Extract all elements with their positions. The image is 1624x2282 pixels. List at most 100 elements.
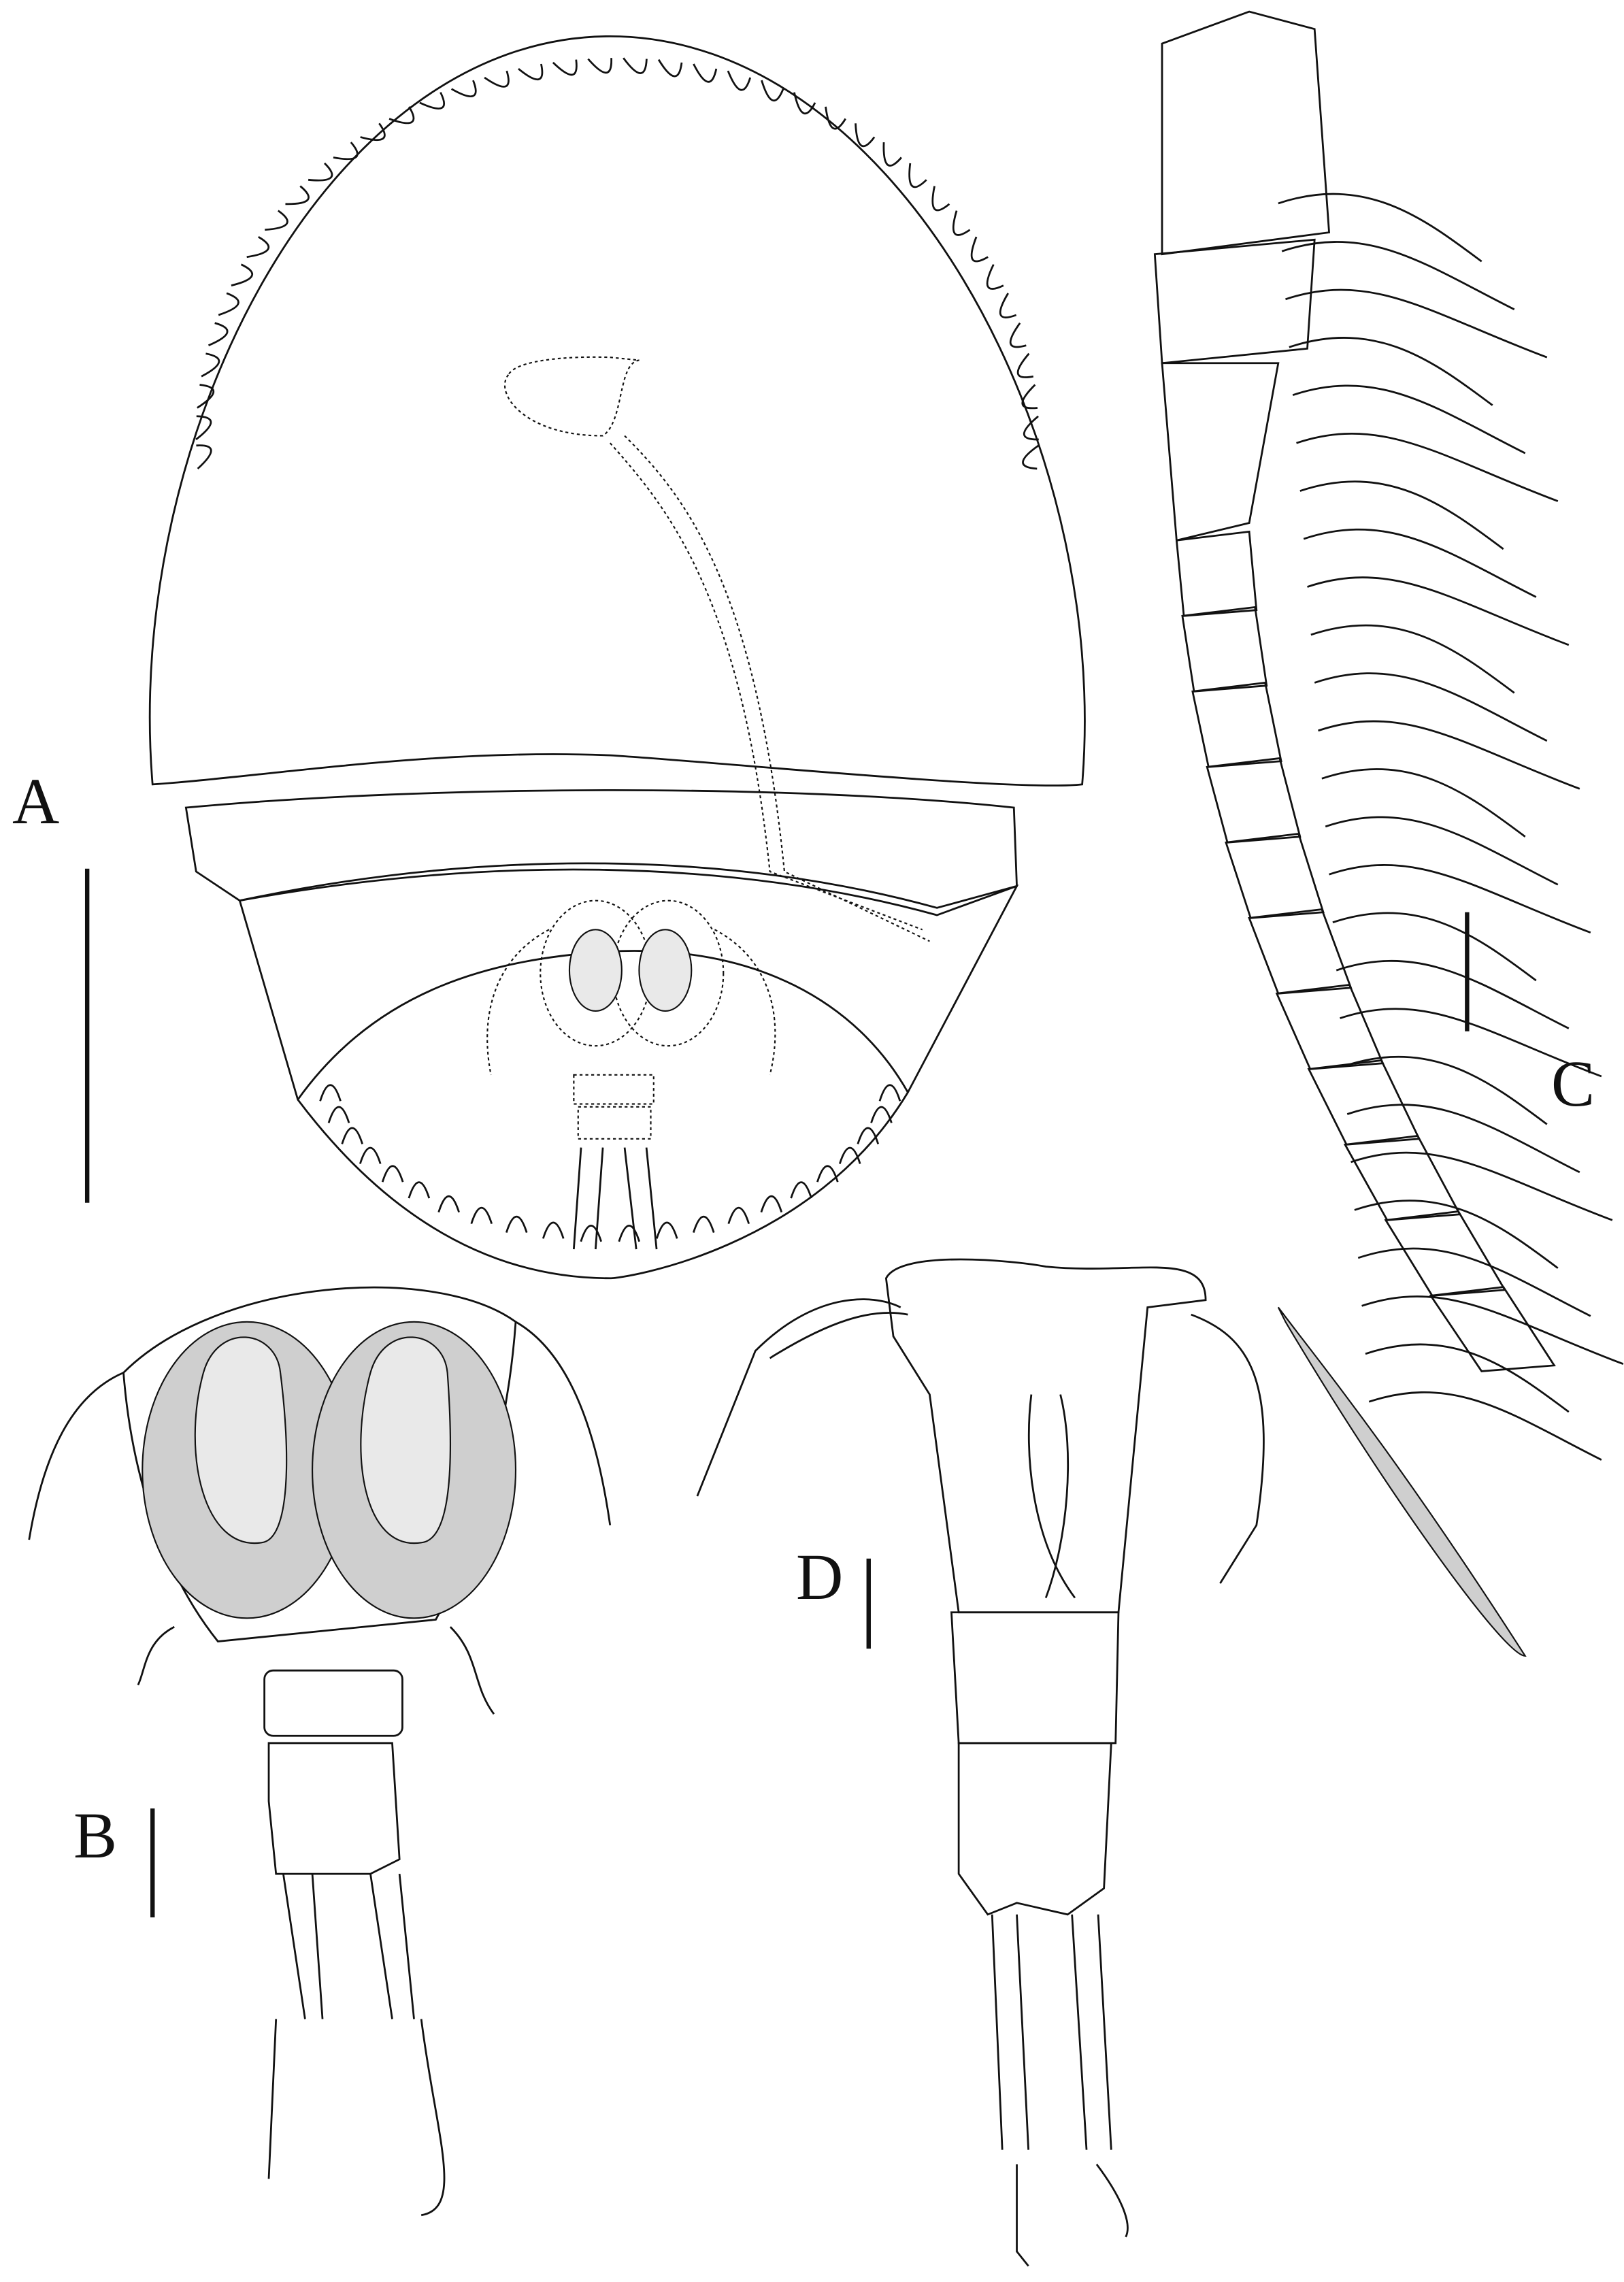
stroke (388, 106, 415, 125)
stroke (1350, 1151, 1613, 1221)
stroke (952, 210, 971, 236)
stroke (1321, 768, 1526, 838)
stroke (1289, 337, 1493, 406)
stroke (878, 1084, 901, 1102)
stroke (727, 70, 752, 91)
stroke (285, 185, 310, 205)
stroke (1332, 912, 1537, 982)
stroke (618, 1225, 641, 1242)
stroke (1336, 960, 1570, 1029)
stroke (623, 57, 648, 74)
stroke (246, 235, 270, 259)
stroke (587, 58, 612, 74)
stroke (790, 1181, 812, 1199)
stroke (1314, 672, 1548, 742)
stroke (381, 1165, 404, 1183)
stroke (999, 293, 1017, 318)
stroke (857, 1127, 880, 1144)
stroke (484, 70, 510, 88)
stroke (1296, 432, 1559, 502)
stroke (195, 415, 212, 441)
stroke (1365, 1343, 1570, 1413)
stroke (1346, 1104, 1580, 1174)
stroke (693, 63, 718, 83)
stroke (1368, 1391, 1602, 1461)
stroke (308, 162, 333, 182)
panel-a-habitus (148, 35, 1086, 1280)
stroke (1318, 720, 1580, 790)
stroke (201, 352, 220, 378)
stroke (1278, 193, 1482, 263)
stroke (692, 1216, 715, 1234)
stroke (760, 1195, 783, 1213)
panel-d-furca (696, 1258, 1265, 2267)
stroke (1329, 864, 1591, 933)
stroke (470, 1207, 493, 1225)
stroke (518, 63, 544, 81)
stroke (1343, 1055, 1548, 1125)
stroke (1016, 352, 1034, 378)
stroke (1303, 529, 1537, 598)
stroke (970, 236, 989, 263)
stroke (1191, 681, 1282, 768)
stroke (727, 1207, 750, 1225)
stroke (1021, 384, 1038, 410)
antennule-segments (1175, 530, 1556, 1372)
panel-b-urosome (28, 1286, 612, 2217)
stroke (1009, 322, 1027, 348)
stroke (838, 1146, 861, 1164)
scallop-ornament (195, 57, 1040, 1242)
stroke (542, 1221, 565, 1239)
stroke (1225, 832, 1325, 919)
stroke (908, 163, 927, 188)
stroke (655, 1221, 678, 1239)
stroke (319, 1084, 342, 1102)
stroke (341, 1127, 363, 1144)
stroke (761, 80, 784, 102)
stroke (1285, 288, 1548, 359)
stroke (505, 1216, 528, 1234)
stroke (816, 1165, 839, 1183)
stroke (931, 186, 950, 212)
panel-label-d: D (796, 1540, 844, 1613)
stroke (1357, 1247, 1591, 1317)
stroke (825, 106, 846, 130)
urosome-dotted (486, 899, 776, 1250)
panel-label-a: A (12, 765, 60, 838)
stroke (1023, 415, 1039, 441)
stroke (1307, 576, 1570, 646)
stroke (1325, 816, 1559, 886)
stroke (218, 292, 239, 316)
stroke (552, 59, 578, 76)
stroke (1340, 1008, 1602, 1078)
stroke (1281, 241, 1515, 310)
stroke (419, 92, 445, 110)
stroke (1206, 757, 1302, 844)
stroke (327, 1106, 350, 1123)
stroke (408, 1181, 431, 1199)
stroke (855, 123, 876, 147)
stroke (359, 1146, 382, 1164)
stroke (196, 444, 212, 469)
stroke (208, 322, 229, 346)
stroke (437, 1195, 460, 1213)
stroke (1022, 444, 1040, 470)
stroke (986, 264, 1004, 290)
stroke (450, 80, 477, 97)
stroke (1354, 1200, 1559, 1269)
stroke (231, 263, 254, 286)
stroke (1307, 1059, 1421, 1146)
stroke (360, 122, 386, 142)
stroke (333, 142, 359, 161)
panel-label-b: B (73, 1799, 118, 1872)
stroke (1310, 624, 1515, 694)
stroke (265, 210, 288, 231)
panel-c-antennule (1153, 10, 1624, 1657)
stroke (870, 1106, 893, 1123)
stroke (1175, 530, 1258, 617)
antennule-setae (1278, 193, 1624, 1461)
stroke (1181, 606, 1268, 693)
panel-label-c: C (1551, 1047, 1595, 1120)
stroke (1361, 1295, 1624, 1366)
